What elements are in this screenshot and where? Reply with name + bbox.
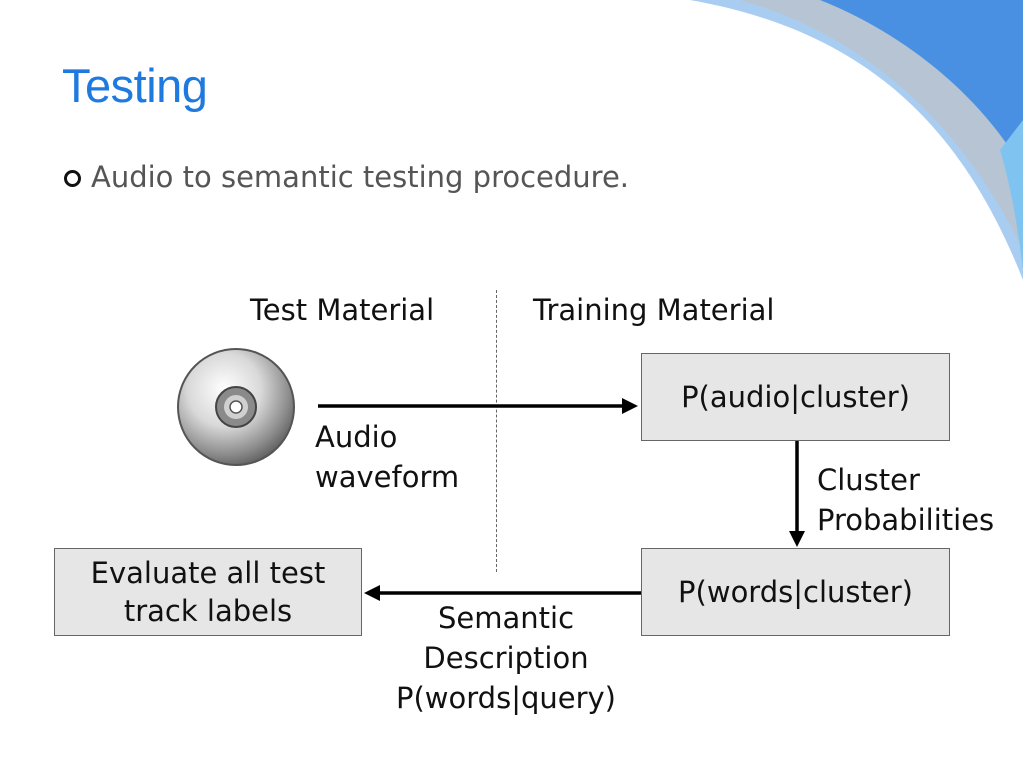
bullet-item: Audio to semantic testing procedure. <box>64 160 629 194</box>
corner-swoosh-cyan <box>1000 120 1023 270</box>
audio-waveform-label: Audio waveform <box>315 417 459 497</box>
cluster-probabilities-label: Cluster Probabilities <box>817 460 994 540</box>
bullet-icon <box>64 169 81 187</box>
audio-cluster-box: P(audio|cluster) <box>641 353 950 441</box>
bullet-text: Audio to semantic testing procedure. <box>91 160 630 194</box>
semantic-line1: Semantic <box>437 601 575 635</box>
slide-title: Testing <box>62 59 208 112</box>
test-material-label: Test Material <box>250 293 435 327</box>
evaluate-line1: Evaluate all test <box>90 556 326 590</box>
semantic-description-label: Semantic Description P(words|query) <box>383 598 629 718</box>
words-cluster-box: P(words|cluster) <box>641 548 950 636</box>
cd-disc-icon <box>177 348 295 466</box>
cluster-probabilities-line2: Probabilities <box>817 503 995 537</box>
semantic-line2: Description <box>423 641 589 675</box>
evaluate-box: Evaluate all test track labels <box>54 548 362 636</box>
audio-waveform-line1: Audio <box>315 420 398 454</box>
semantic-line3: P(words|query) <box>396 681 616 715</box>
audio-waveform-line2: waveform <box>315 460 460 494</box>
material-divider <box>496 290 497 572</box>
corner-swoosh-blue <box>820 0 1023 170</box>
training-material-label: Training Material <box>533 293 775 327</box>
evaluate-line2: track labels <box>123 594 293 628</box>
cluster-probabilities-line1: Cluster <box>817 463 920 497</box>
